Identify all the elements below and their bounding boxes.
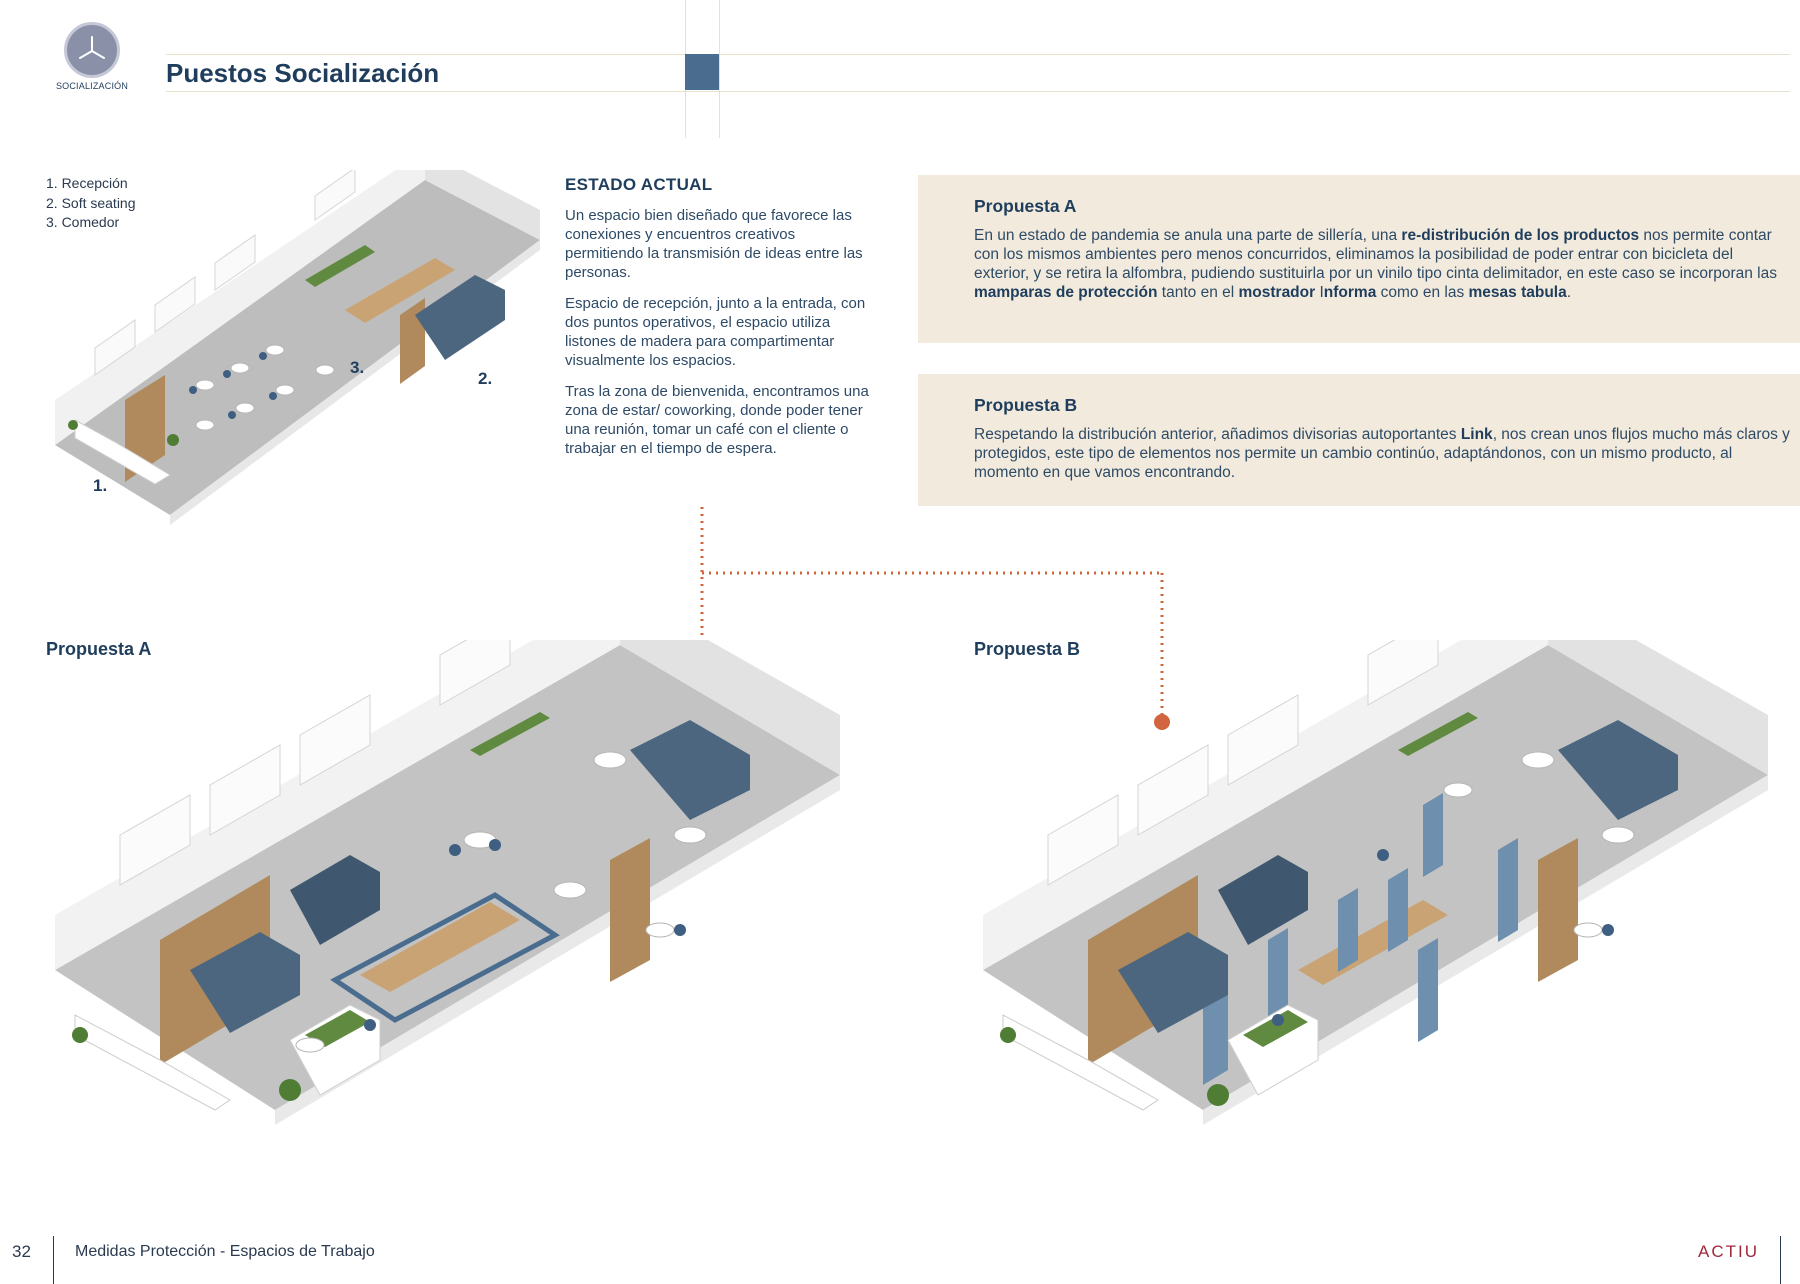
proposal-a-box: Propuesta A En un estado de pandemia se … xyxy=(918,175,1800,343)
section-label-b: Propuesta B xyxy=(974,639,1081,659)
plan-marker-3: 3. xyxy=(350,358,365,377)
bold-text-run: mesas tabula xyxy=(1468,284,1567,301)
bold-text-run: nforma xyxy=(1323,284,1377,301)
legend-item: 2. Soft seating xyxy=(46,194,136,211)
header-rule-bottom xyxy=(166,91,1790,92)
text-run: Respetando la distribución anterior, aña… xyxy=(974,426,1461,443)
proposal-b-floorplan xyxy=(983,640,1768,1125)
current-state-paragraph: Tras la zona de bienvenida, encontramos … xyxy=(565,383,869,457)
legend-item: 1. Recepción xyxy=(46,175,128,191)
page-title: Puestos Socialización xyxy=(166,58,440,88)
proposal-a-heading: Propuesta A xyxy=(974,196,1077,216)
bold-text-run: mamparas de protección xyxy=(974,284,1158,301)
legend-item: 3. Comedor xyxy=(46,214,120,230)
bold-text-run: Link xyxy=(1460,426,1493,443)
section-logo: SOCIALIZACIÓN xyxy=(52,22,132,91)
connector-dot-b xyxy=(1154,714,1170,730)
current-state-floorplan xyxy=(55,170,540,525)
text-run: nos permite contar con los mismos ambien… xyxy=(974,227,1777,282)
proposal-a-floorplan xyxy=(55,640,840,1125)
text-run: como en las xyxy=(1376,284,1469,301)
proposal-a-text: En un estado de pandemia se anula una pa… xyxy=(974,226,1790,302)
header-vrule-right xyxy=(719,0,720,138)
proposal-b-text: Respetando la distribución anterior, aña… xyxy=(974,425,1790,482)
text-run: tanto en el xyxy=(1157,284,1239,301)
bold-text-run: re-distribución de los productos xyxy=(1401,227,1640,244)
current-state-paragraph: Un espacio bien diseñado que favorece la… xyxy=(565,207,863,281)
text-run: En un estado de pandemia se anula una pa… xyxy=(974,227,1402,244)
plan-marker-2: 2. xyxy=(478,369,493,388)
section-label-a: Propuesta A xyxy=(46,639,152,659)
footer-divider xyxy=(53,1236,54,1284)
page-number: 32 xyxy=(12,1242,31,1261)
text-run: I xyxy=(1315,284,1324,301)
proposal-b-box: Propuesta B Respetando la distribución a… xyxy=(918,374,1800,506)
text-run: , nos crean unos flujos mucho más claros… xyxy=(974,426,1790,481)
current-state-text: ESTADO ACTUAL Un espacio bien diseñado q… xyxy=(565,175,875,470)
text-run: . xyxy=(1566,284,1572,301)
socialization-icon xyxy=(64,22,120,78)
brand-logo: ACTIU xyxy=(1698,1242,1759,1261)
current-state-paragraph: Espacio de recepción, junto a la entrada… xyxy=(565,295,866,369)
footer-divider-right xyxy=(1780,1236,1781,1284)
current-state-heading: ESTADO ACTUAL xyxy=(565,175,713,194)
footer-doc-title: Medidas Protección - Espacios de Trabajo xyxy=(75,1243,375,1260)
header-rule-top xyxy=(166,54,1790,55)
plan-legend: 1. Recepción 2. Soft seating 3. Comedor xyxy=(46,174,136,233)
header-accent-square xyxy=(685,54,719,90)
proposal-b-heading: Propuesta B xyxy=(974,395,1078,415)
bold-text-run: mostrador xyxy=(1238,284,1316,301)
logo-caption: SOCIALIZACIÓN xyxy=(55,81,129,91)
plan-marker-1: 1. xyxy=(93,476,108,495)
